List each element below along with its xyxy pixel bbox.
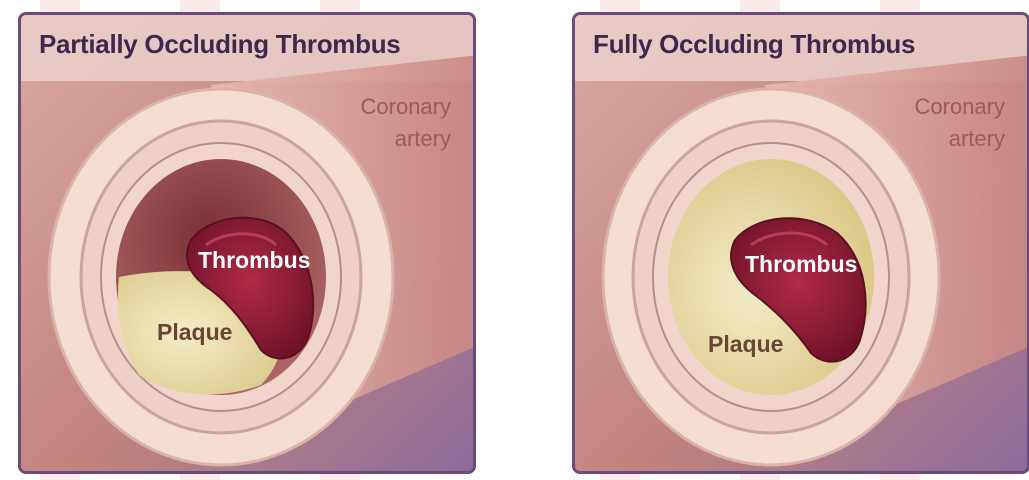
plaque-label: Plaque <box>157 319 232 346</box>
panel-title: Fully Occluding Thrombus <box>593 29 915 60</box>
panel-fully-occluding: Fully Occluding Thrombus Coronary artery… <box>572 12 1029 474</box>
thrombus-label: Thrombus <box>198 247 310 274</box>
coronary-artery-label: Coronary artery <box>311 91 451 155</box>
panel-partially-occluding: Partially Occluding Thrombus Coronary ar… <box>18 12 476 474</box>
plaque-label: Plaque <box>708 331 783 358</box>
artery-illustration-partial <box>21 15 476 474</box>
thrombus-label: Thrombus <box>745 251 857 278</box>
coronary-artery-label: Coronary artery <box>865 91 1005 155</box>
artery-illustration-full <box>575 15 1029 474</box>
panel-title: Partially Occluding Thrombus <box>39 29 400 60</box>
